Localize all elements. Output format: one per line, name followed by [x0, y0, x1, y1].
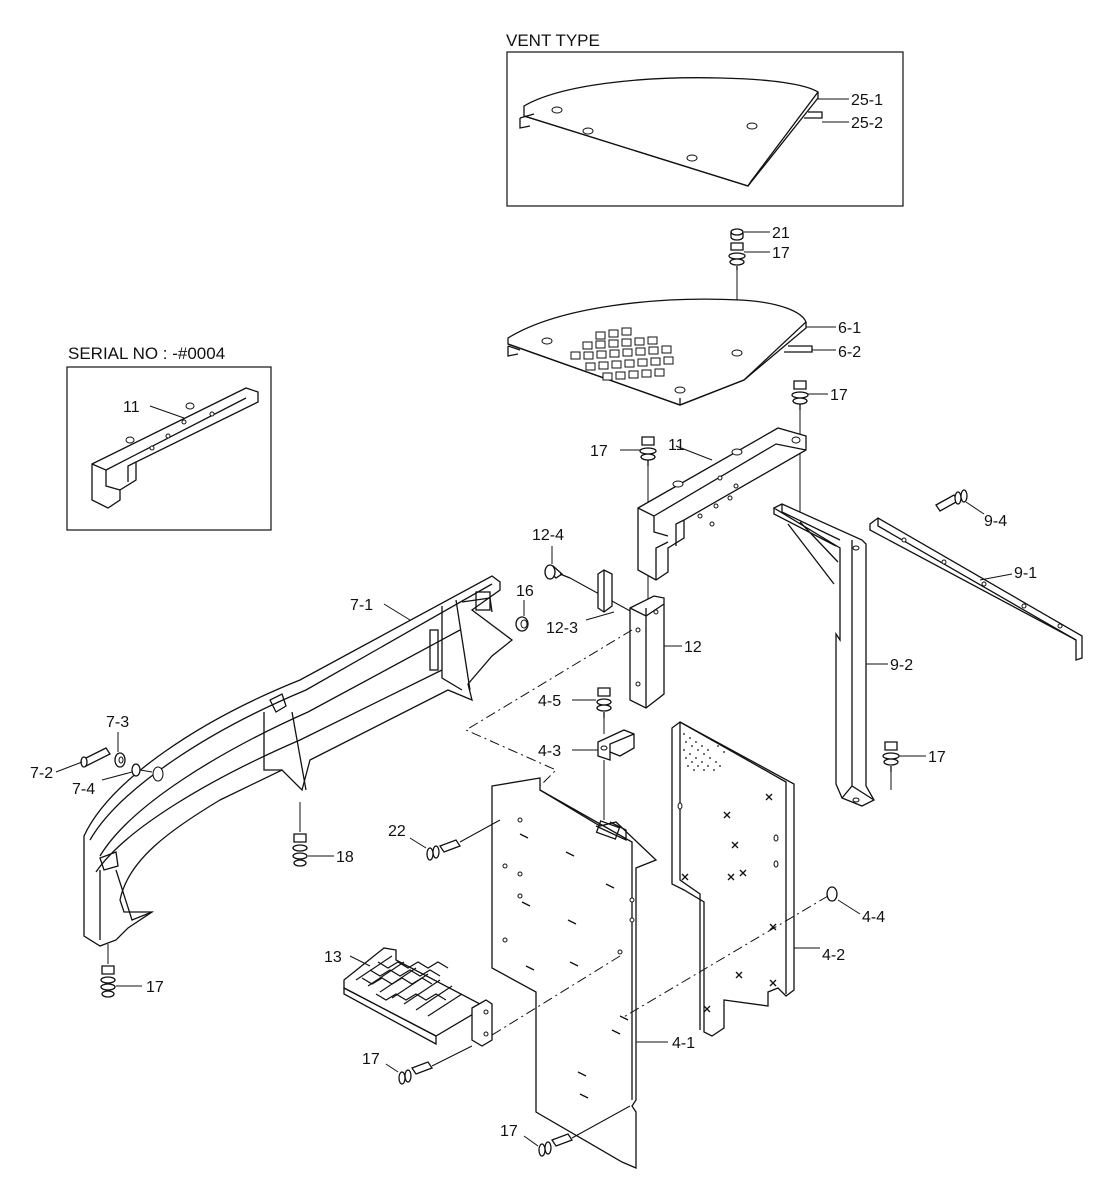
bolt-18: [292, 833, 308, 867]
fender-7-1: [83, 575, 514, 947]
grommet-4-4: [826, 886, 838, 902]
label-12-3: 12-3: [546, 620, 578, 637]
bracket-12-3: [597, 569, 613, 613]
label-6-1: 6-1: [838, 320, 861, 337]
inset-bracket-11: [91, 387, 259, 509]
label-11-inset: 11: [123, 399, 140, 416]
label-13: 13: [324, 949, 342, 966]
bracket-12: [629, 595, 665, 709]
label-17-9-2: 17: [928, 749, 946, 766]
cover-plate-6: [507, 298, 813, 406]
label-7-2: 7-2: [30, 765, 53, 782]
label-25-2: 25-2: [851, 115, 883, 132]
label-4-3: 4-3: [538, 743, 561, 760]
label-6-2: 6-2: [838, 344, 861, 361]
washer-7-4: [131, 763, 141, 777]
label-21: 21: [772, 225, 790, 242]
label-9-2: 9-2: [890, 657, 913, 674]
label-16: 16: [516, 583, 534, 600]
bolt-17-mid: [639, 436, 657, 466]
label-4-1: 4-1: [672, 1035, 695, 1052]
label-25-1: 25-1: [851, 92, 883, 109]
vent-grille: [570, 327, 674, 381]
bar-9-1: [869, 517, 1083, 661]
label-7-3: 7-3: [106, 714, 129, 731]
bolt-17-top: [728, 242, 746, 270]
label-7-1: 7-1: [350, 597, 373, 614]
bolt-12-4: [544, 564, 571, 580]
label-22: 22: [388, 823, 406, 840]
bolt-17-9-2: [882, 741, 900, 772]
label-12: 12: [684, 639, 702, 656]
cap-21: [730, 228, 744, 241]
label-9-1: 9-1: [1014, 565, 1037, 582]
label-17-right: 17: [830, 387, 848, 404]
step-13: [343, 947, 493, 1047]
nut-7-3: [114, 752, 126, 768]
perforation-dots: [683, 733, 725, 771]
label-9-4: 9-4: [984, 513, 1007, 530]
bolt-17-left: [100, 965, 116, 998]
label-4-4: 4-4: [862, 909, 885, 926]
panel-4-1: [491, 777, 658, 1169]
vent-type-inset: VENT TYPE: [506, 31, 904, 207]
bracket-9-2: [772, 503, 875, 807]
serial-no-inset: SERIAL NO : -#0004: [66, 344, 272, 531]
label-4-2: 4-2: [822, 947, 845, 964]
step-tread: [355, 955, 463, 1017]
bolt-9-4: [935, 489, 968, 512]
label-18: 18: [336, 849, 354, 866]
bolt-17-bottom: [538, 1133, 573, 1157]
bolt-17-step: [398, 1061, 433, 1085]
bracket-11: [637, 427, 807, 581]
bolt-22: [426, 839, 461, 861]
bolt-4-5: [596, 687, 612, 718]
label-17-left: 17: [146, 979, 164, 996]
label-11: 11: [668, 437, 685, 454]
label-17-top: 17: [772, 245, 790, 262]
serial-no-frame: [66, 366, 272, 531]
vent-type-title: VENT TYPE: [506, 31, 600, 50]
nut-16: [515, 616, 529, 632]
label-17-bottom: 17: [500, 1123, 518, 1140]
bolt-7-2: [80, 747, 111, 768]
label-7-4: 7-4: [72, 781, 95, 798]
label-17-mid: 17: [590, 443, 608, 460]
label-12-4: 12-4: [532, 527, 564, 544]
serial-no-title: SERIAL NO : -#0004: [68, 344, 225, 363]
vent-type-frame: [506, 51, 904, 207]
label-17-step: 17: [362, 1051, 380, 1068]
bolt-17-right: [791, 380, 809, 410]
label-4-5: 4-5: [538, 693, 561, 710]
vent-cover-plate: [519, 77, 823, 187]
panel-4-2: [671, 721, 795, 1037]
bracket-4-3: [597, 729, 635, 761]
